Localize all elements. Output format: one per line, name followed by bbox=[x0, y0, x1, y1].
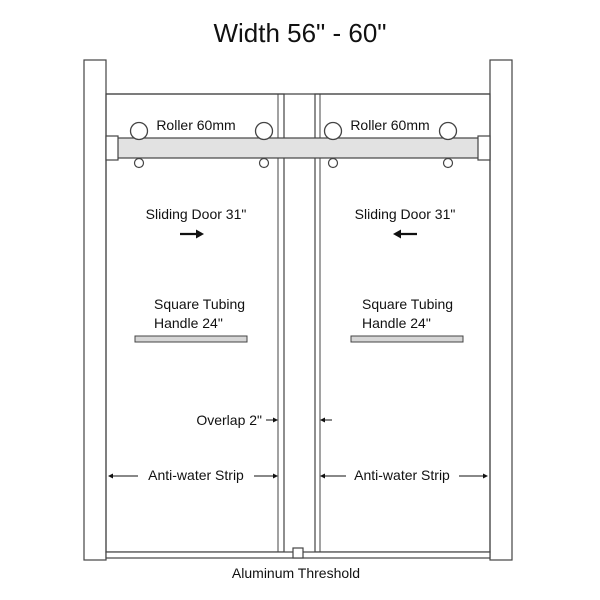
handle-label-left-line2: Handle 24" bbox=[154, 315, 223, 331]
sliding-rail-bar bbox=[111, 137, 483, 159]
roller-right-outer bbox=[438, 121, 458, 141]
guide-hole-3 bbox=[327, 157, 339, 169]
door-label-right: Sliding Door 31" bbox=[355, 206, 456, 222]
overlap-arrow-left-icon bbox=[266, 417, 278, 423]
strip-label-left: Anti-water Strip bbox=[148, 467, 244, 483]
strip-left-dimension bbox=[108, 473, 278, 479]
left-wall-post bbox=[83, 59, 107, 561]
handle-label-right-line1: Square Tubing bbox=[362, 296, 453, 312]
strip-label-right: Anti-water Strip bbox=[354, 467, 450, 483]
overlap-arrow-right-icon bbox=[320, 417, 332, 423]
diagram-title: Width 56" - 60" bbox=[213, 18, 386, 48]
handle-label-left-line1: Square Tubing bbox=[154, 296, 245, 312]
roller-left-outer bbox=[129, 121, 149, 141]
rail-end-cap-left bbox=[105, 135, 119, 161]
handle-label-right-line2: Handle 24" bbox=[362, 315, 431, 331]
arrow-left-icon bbox=[393, 229, 417, 239]
roller-left-inner bbox=[254, 121, 274, 141]
overlap-label: Overlap 2" bbox=[196, 412, 262, 428]
handle-left bbox=[134, 335, 248, 343]
guide-hole-4 bbox=[442, 157, 454, 169]
threshold-label: Aluminum Threshold bbox=[232, 565, 360, 581]
roller-right-inner bbox=[323, 121, 343, 141]
guide-hole-1 bbox=[133, 157, 145, 169]
strip-right-dimension bbox=[320, 473, 488, 479]
door-label-left: Sliding Door 31" bbox=[146, 206, 247, 222]
guide-hole-2 bbox=[258, 157, 270, 169]
roller-label-right: Roller 60mm bbox=[350, 117, 429, 133]
right-wall-post bbox=[489, 59, 513, 561]
handle-right bbox=[350, 335, 464, 343]
arrow-right-icon bbox=[180, 229, 204, 239]
rail-end-cap-right bbox=[477, 135, 491, 161]
threshold-center-guide bbox=[292, 547, 304, 559]
roller-label-left: Roller 60mm bbox=[156, 117, 235, 133]
